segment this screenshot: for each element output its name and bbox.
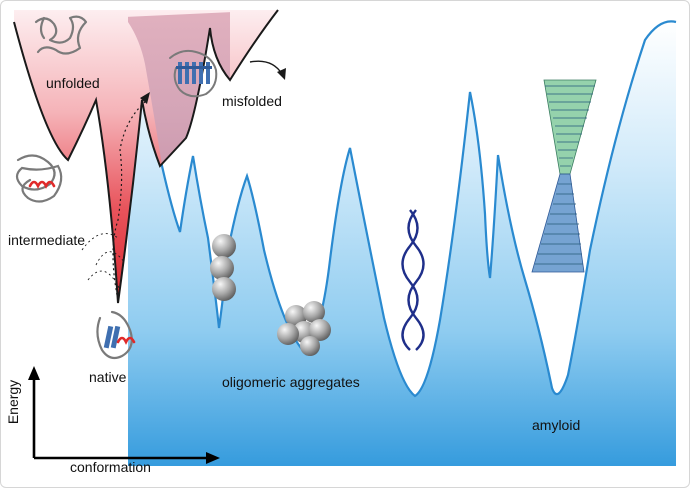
aggregation-landscape bbox=[128, 21, 676, 477]
misfolded-arrowhead bbox=[277, 68, 286, 80]
folding-pathway-dotted bbox=[112, 101, 146, 301]
oligomeric-aggregate-icon bbox=[277, 301, 331, 356]
y-axis-arrowhead bbox=[28, 366, 40, 380]
axes bbox=[32, 376, 208, 460]
label-oligomeric-aggregates: oligomeric aggregates bbox=[222, 374, 360, 390]
pathway-arrowhead bbox=[140, 92, 150, 104]
folding-funnel-outline bbox=[13, 9, 279, 304]
misfolded-protein-icon bbox=[169, 49, 218, 98]
x-axis-label: conformation bbox=[70, 459, 151, 475]
oligomer-stack-icon bbox=[210, 234, 236, 301]
unfolded-protein-icon bbox=[34, 15, 88, 55]
intermediate-protein-icon bbox=[15, 154, 63, 203]
folding-funnel bbox=[14, 10, 278, 303]
label-amyloid: amyloid bbox=[532, 417, 581, 433]
amyloid-fibril-icon bbox=[531, 79, 597, 273]
x-axis-arrowhead bbox=[206, 452, 220, 464]
label-misfolded: misfolded bbox=[222, 93, 282, 109]
label-intermediate: intermediate bbox=[8, 232, 86, 248]
label-native: native bbox=[89, 369, 127, 385]
native-protein-icon bbox=[96, 310, 136, 360]
fibril-helix-icon bbox=[401, 209, 425, 351]
aggregation-landscape-outline bbox=[127, 20, 677, 398]
y-axis-label: Energy bbox=[5, 379, 21, 425]
label-unfolded: unfolded bbox=[46, 75, 100, 91]
